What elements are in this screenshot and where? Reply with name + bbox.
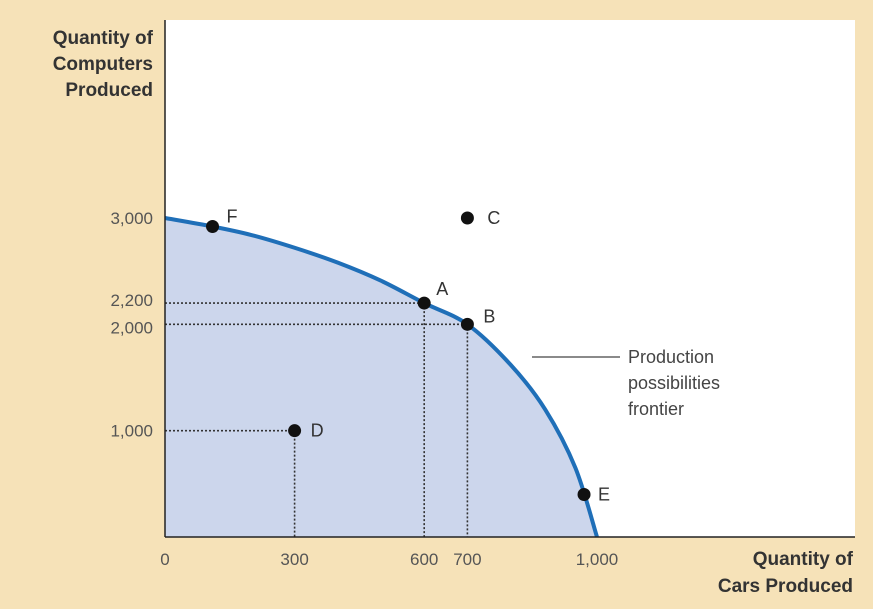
y-axis-title: Computers (53, 54, 153, 75)
point-a (417, 296, 431, 310)
x-tick-label: 300 (280, 550, 308, 569)
feasible-region (165, 218, 597, 537)
point-f (206, 220, 220, 234)
x-tick-label: 600 (410, 550, 438, 569)
point-e (577, 487, 591, 501)
x-axis-title: Quantity of (753, 549, 854, 570)
point-label-a: A (436, 279, 448, 299)
y-tick-label: 3,000 (110, 209, 153, 228)
frontier-annotation: Production (628, 347, 714, 367)
x-tick-label: 700 (453, 550, 481, 569)
y-tick-label: 2,200 (110, 291, 153, 310)
point-b (460, 317, 474, 331)
y-tick-label: 2,000 (110, 318, 153, 337)
point-label-e: E (598, 484, 610, 504)
point-label-d: D (311, 421, 324, 441)
frontier-annotation: frontier (628, 399, 684, 419)
point-d (288, 424, 302, 438)
y-axis-title: Produced (65, 80, 153, 101)
x-tick-label: 0 (160, 550, 169, 569)
x-tick-label: 1,000 (576, 550, 619, 569)
point-c (460, 211, 474, 225)
production-possibilities-frontier (164, 216, 599, 538)
point-label-f: F (227, 207, 238, 227)
y-tick-label: 1,000 (110, 422, 153, 441)
point-label-c: C (487, 208, 500, 228)
frontier-annotation: possibilities (628, 373, 720, 393)
x-axis-title: Cars Produced (718, 576, 853, 597)
point-label-b: B (483, 306, 495, 326)
y-axis-title: Quantity of (53, 28, 154, 49)
